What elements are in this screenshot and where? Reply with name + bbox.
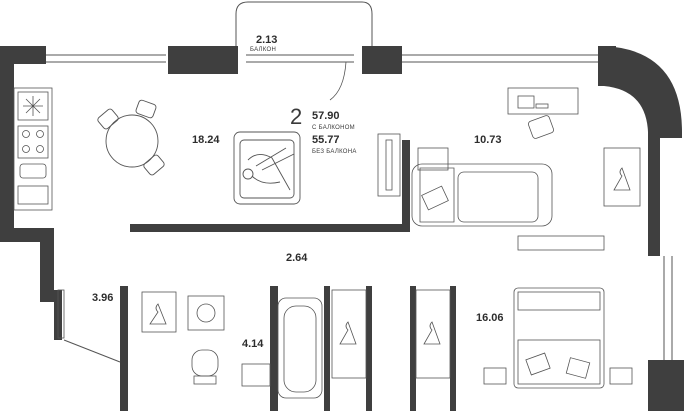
area-without-balcony: 55.77 bbox=[312, 134, 340, 146]
stove bbox=[17, 125, 49, 159]
washing-machine bbox=[187, 295, 225, 331]
tv-stand bbox=[377, 133, 401, 197]
bedroom-small-area: 10.73 bbox=[474, 134, 502, 146]
desk bbox=[507, 87, 579, 115]
wardrobe-small bbox=[603, 147, 641, 207]
hanger-icon bbox=[613, 167, 631, 191]
tv bbox=[517, 235, 605, 251]
bathtub bbox=[277, 297, 323, 399]
dining-table bbox=[105, 114, 159, 168]
pillow-icon bbox=[525, 352, 551, 376]
without-balcony-label: БЕЗ БАЛКОНА bbox=[312, 149, 357, 155]
nightstand-right bbox=[609, 367, 633, 385]
with-balcony-label: С БАЛКОНОМ bbox=[312, 125, 355, 131]
bathroom-sink bbox=[241, 363, 271, 387]
living-kitchen-area: 18.24 bbox=[192, 134, 220, 146]
fridge bbox=[17, 91, 49, 121]
hanger-cabinet bbox=[141, 291, 177, 333]
bed bbox=[513, 287, 605, 389]
utility-area: 3.96 bbox=[92, 292, 114, 304]
nightstand-left bbox=[483, 367, 507, 385]
hallway-area: 2.64 bbox=[286, 252, 308, 264]
room-count: 2 bbox=[290, 104, 303, 129]
sink bbox=[19, 163, 47, 179]
person-icon bbox=[247, 147, 295, 191]
bathroom-area: 4.14 bbox=[242, 338, 264, 350]
shelf bbox=[57, 289, 65, 339]
sofa bbox=[411, 163, 553, 227]
wardrobe-bedroom bbox=[415, 289, 451, 379]
balcony-outline bbox=[235, 1, 373, 48]
desk-chair bbox=[528, 115, 554, 139]
balcony-area: 2.13 bbox=[256, 34, 278, 46]
toilet bbox=[191, 349, 219, 377]
bedroom-main-area: 16.06 bbox=[476, 312, 504, 324]
door-swing bbox=[329, 61, 354, 101]
armchair bbox=[233, 131, 301, 205]
walls bbox=[0, 46, 684, 411]
area-with-balcony: 57.90 bbox=[312, 110, 340, 122]
kitchen-counter bbox=[13, 87, 53, 211]
entrance-door bbox=[63, 339, 121, 363]
wardrobe-hall bbox=[331, 289, 367, 379]
balcony-label: БАЛКОН bbox=[250, 47, 277, 53]
